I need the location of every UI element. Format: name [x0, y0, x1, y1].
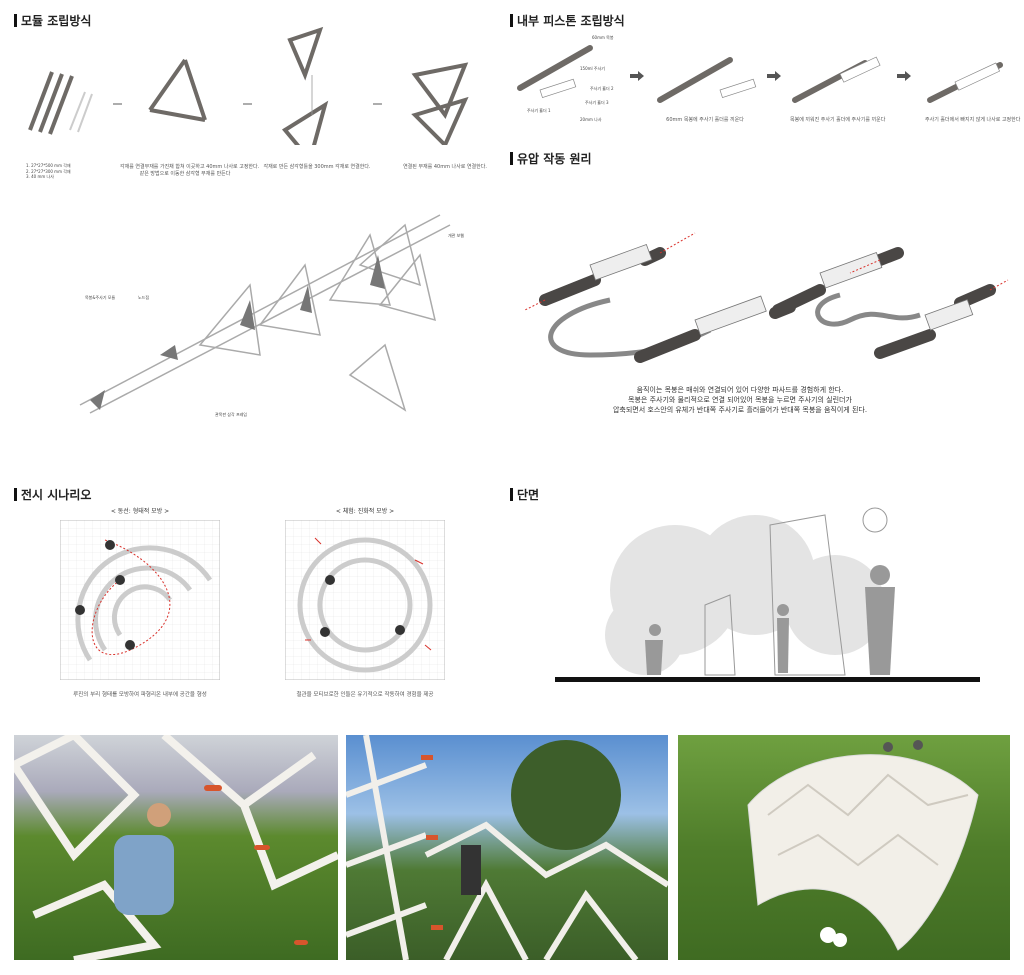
render-photo-2 — [346, 735, 668, 960]
heading-piston: 내부 피스톤 조립방식 — [510, 12, 625, 29]
piston-step-caption: 60mm 목봉에 주사기 홀더를 끼운다 — [666, 117, 744, 123]
heading-section: 단면 — [510, 486, 539, 503]
part-item: 2. 27*27*300 mm 각재 — [26, 168, 71, 174]
piston-part-label: 주사기 홀더 2 — [590, 86, 614, 91]
plan-caption: 루진의 부리 형태를 모방하여 파형리온 내부에 공간을 형성 — [73, 692, 207, 698]
axon-label: 관목판 삼각 프레임 — [215, 412, 247, 417]
axon-label: 노드점 — [138, 295, 150, 300]
piston-part-label: 주사기 홀더 3 — [585, 100, 609, 105]
plan-title: < 체험: 진화적 모방 > — [335, 508, 395, 515]
heading-scenario: 전시 시나리오 — [14, 486, 91, 503]
piston-part-label: 150ml 주사기 — [580, 66, 605, 71]
render-photo-3 — [678, 735, 1010, 960]
axonometric-diagram — [79, 214, 451, 414]
piston-part-label: 주사기 홀더 1 — [527, 108, 551, 113]
render-photo-1 — [14, 735, 338, 960]
plan-experience — [285, 520, 445, 680]
axon-label: 개관 보웹 — [448, 233, 464, 238]
caption-line: 같은 방법으로 이동한 삼각형 부재를 만든다 — [139, 171, 231, 177]
heading-text: 모듈 조립방식 — [21, 14, 92, 28]
caption-line: 각재를 연결부재를 가진채 합쳐 이곳하고 40mm 나사로 고정한다. — [120, 164, 260, 170]
piston-part-label: 20mm 나사 — [580, 117, 602, 122]
piston-assembly-diagram — [517, 45, 1003, 103]
part-item: 1. 27*27*500 mm 각재 — [26, 163, 71, 168]
module-step-1-caption: 각재를 연결부재를 가진채 합쳐 이곳하고 40mm 나사로 고정한다. 같은 … — [120, 163, 260, 177]
part-item: 3. 40 mm 나사 — [26, 174, 54, 180]
section-drawing — [555, 507, 980, 682]
plan-title: < 동선: 형태적 모방 > — [110, 508, 170, 515]
plan-circulation — [60, 520, 220, 680]
heading-text: 전시 시나리오 — [21, 488, 92, 502]
plan-caption: 철관을 모티브로한 인들은 유기적으로 작동하여 경험을 제공 — [296, 692, 434, 698]
piston-step-caption: 목봉에 끼워진 주사기 홀더에 주사기를 끼운다 — [790, 117, 886, 123]
module-step-2-caption: 각재로 만든 삼각형틀을 300mm 각재로 연결한다. — [263, 164, 371, 170]
heading-text: 내부 피스톤 조립방식 — [517, 14, 625, 28]
piston-part-label: 60mm 목봉 — [592, 35, 614, 40]
module-assembly-diagram — [28, 26, 469, 145]
piston-step-caption: 주사기 홀더에서 빠지지 않게 나사로 고정한다 — [925, 117, 1021, 123]
description-line: 움직이는 목봉은 매쉬와 연결되어 있어 다양한 파사드를 경험하게 한다. — [636, 386, 844, 394]
module-step-3-caption: 연결된 부재를 40mm 나사로 연결한다. — [403, 164, 487, 170]
description-line: 압축되면서 호스안의 유체가 반대쪽 주사기로 흘러들어가 반대쪽 목봉을 움직… — [612, 406, 868, 415]
heading-hydraulic: 유압 작동 원리 — [510, 150, 592, 167]
module-parts-list: 1. 27*27*500 mm 각재 2. 27*27*300 mm 각재 3.… — [26, 163, 71, 180]
heading-text: 단면 — [517, 488, 540, 502]
description-line: 목봉은 주사기와 물리적으로 연결 되어있어 목봉을 누르면 주사기의 실린더가 — [628, 396, 852, 405]
heading-module: 모듈 조립방식 — [14, 12, 91, 29]
heading-text: 유압 작동 원리 — [517, 152, 592, 166]
axon-label: 목봉&주사기 모듈 — [85, 295, 116, 300]
hydraulic-description: 움직이는 목봉은 매쉬와 연결되어 있어 다양한 파사드를 경험하게 한다. 목… — [560, 385, 920, 415]
hydraulic-diagram — [524, 232, 1009, 363]
